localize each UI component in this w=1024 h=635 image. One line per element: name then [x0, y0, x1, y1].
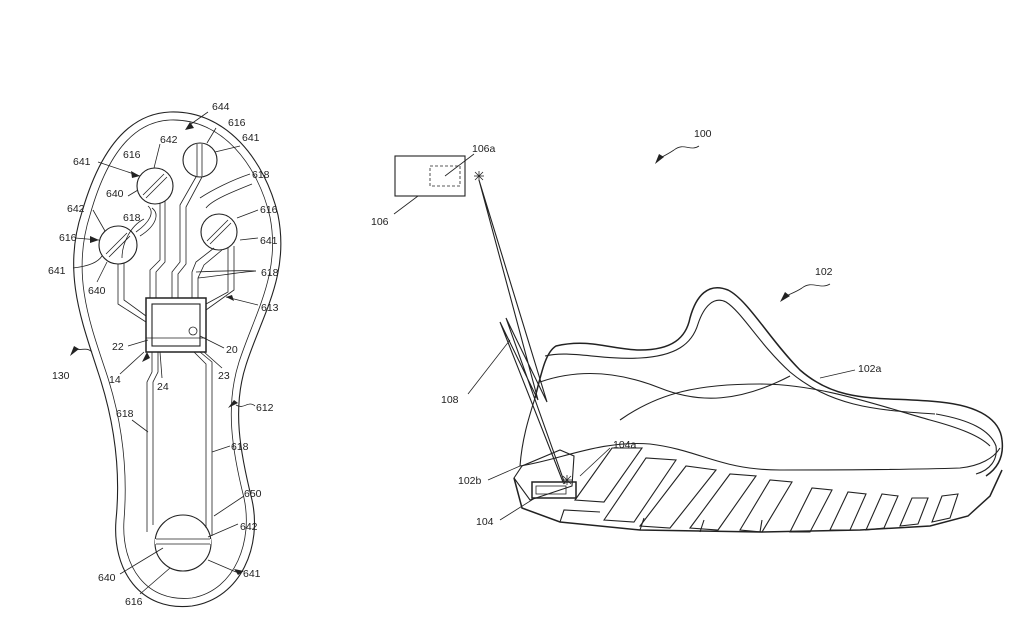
label-612: 612 — [256, 402, 274, 414]
antenna-spark-icon — [474, 171, 484, 181]
label-618: 618 — [261, 267, 279, 279]
label-641: 641 — [242, 132, 260, 144]
label-22: 22 — [112, 341, 124, 353]
shoe — [514, 288, 1002, 532]
label-14: 14 — [109, 374, 121, 386]
port-housing — [146, 298, 206, 352]
label-616: 616 — [59, 232, 77, 244]
label-106a: 106a — [472, 143, 496, 155]
tread-ribs — [575, 448, 958, 532]
label-641: 641 — [48, 265, 66, 277]
label-108: 108 — [441, 394, 459, 406]
label-616: 616 — [260, 204, 278, 216]
shoe-labels: 100 106a 106 102 108 102a 104a 102b 104 — [371, 128, 882, 528]
sensor-left — [99, 226, 137, 264]
label-20: 20 — [226, 344, 238, 356]
label-613: 613 — [261, 302, 279, 314]
label-642: 642 — [67, 203, 85, 215]
sensor-right — [201, 214, 237, 250]
label-106: 106 — [371, 216, 389, 228]
label-100: 100 — [694, 128, 712, 140]
insole-figure: 644 616 641 642 641 616 640 618 642 618 … — [48, 101, 281, 608]
label-104a: 104a — [613, 439, 637, 451]
sensor-top-left — [137, 168, 173, 204]
label-641: 641 — [243, 568, 261, 580]
shoe-arrows — [655, 146, 830, 302]
label-130: 130 — [52, 370, 70, 382]
label-642: 642 — [240, 521, 258, 533]
label-650: 650 — [244, 488, 262, 500]
label-618: 618 — [231, 441, 249, 453]
wireless-link — [479, 180, 565, 484]
label-102a: 102a — [858, 363, 882, 375]
label-644: 644 — [212, 101, 230, 113]
label-24: 24 — [157, 381, 169, 393]
label-23: 23 — [218, 370, 230, 382]
label-618: 618 — [116, 408, 134, 420]
label-616: 616 — [123, 149, 141, 161]
label-102: 102 — [815, 266, 833, 278]
label-642: 642 — [160, 134, 178, 146]
label-640: 640 — [106, 188, 124, 200]
sensor-top-right — [183, 143, 217, 177]
module-spark-icon — [562, 475, 572, 485]
label-641: 641 — [73, 156, 91, 168]
sensor-heel — [155, 515, 211, 571]
label-640: 640 — [88, 285, 106, 297]
label-616: 616 — [228, 117, 246, 129]
label-618: 618 — [123, 212, 141, 224]
label-640: 640 — [98, 572, 116, 584]
label-641: 641 — [260, 235, 278, 247]
label-616: 616 — [125, 596, 143, 608]
shoe-figure: 100 106a 106 102 108 102a 104a 102b 104 — [371, 128, 1002, 532]
label-104: 104 — [476, 516, 494, 528]
remote-device — [394, 154, 484, 214]
label-102b: 102b — [458, 475, 482, 487]
label-618: 618 — [252, 169, 270, 181]
